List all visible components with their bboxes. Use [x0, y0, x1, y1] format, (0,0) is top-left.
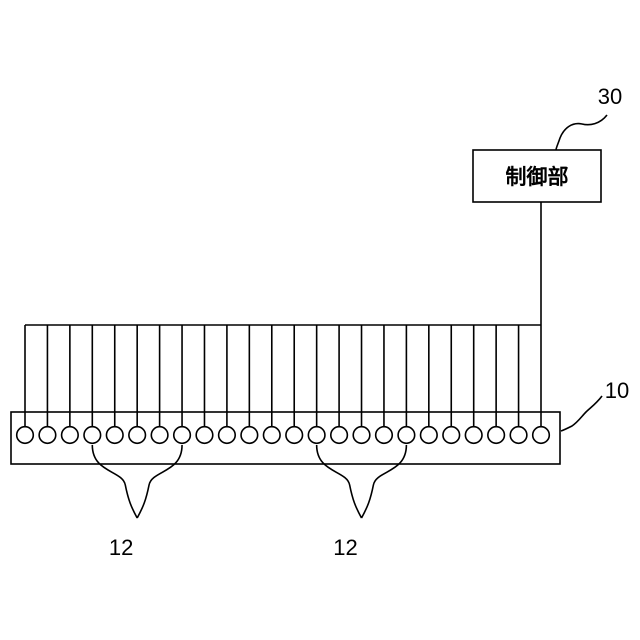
array-element: [39, 427, 56, 444]
controller-ref-label: 30: [598, 84, 622, 109]
array-element: [376, 427, 393, 444]
group-brace: [317, 445, 407, 518]
array-element: [398, 427, 415, 444]
array-body: [11, 412, 560, 464]
array-element: [533, 427, 550, 444]
array-ref-label: 10: [605, 378, 629, 403]
array-element: [84, 427, 101, 444]
array-ref-leader: [561, 396, 602, 431]
array-element: [510, 427, 527, 444]
array-element: [151, 427, 168, 444]
array-element: [443, 427, 460, 444]
array-element: [465, 427, 482, 444]
array-element: [308, 427, 325, 444]
array-element: [17, 427, 34, 444]
array-element: [263, 427, 280, 444]
group-ref-label: 12: [333, 535, 357, 560]
array-element: [196, 427, 213, 444]
controller-label: 制御部: [506, 165, 569, 189]
array-element: [488, 427, 505, 444]
array-element: [219, 427, 236, 444]
array-element: [286, 427, 303, 444]
group-ref-label: 12: [109, 535, 133, 560]
array-element: [353, 427, 370, 444]
array-element: [62, 427, 79, 444]
array-element: [241, 427, 258, 444]
element-groups: 12 12: [92, 445, 406, 560]
array-elements: [17, 427, 550, 444]
array-element: [421, 427, 438, 444]
array-element: [331, 427, 348, 444]
array-element: [174, 427, 191, 444]
group-brace: [92, 445, 182, 518]
controller-ref-leader: [556, 115, 607, 150]
array-element: [106, 427, 123, 444]
array-element: [129, 427, 146, 444]
